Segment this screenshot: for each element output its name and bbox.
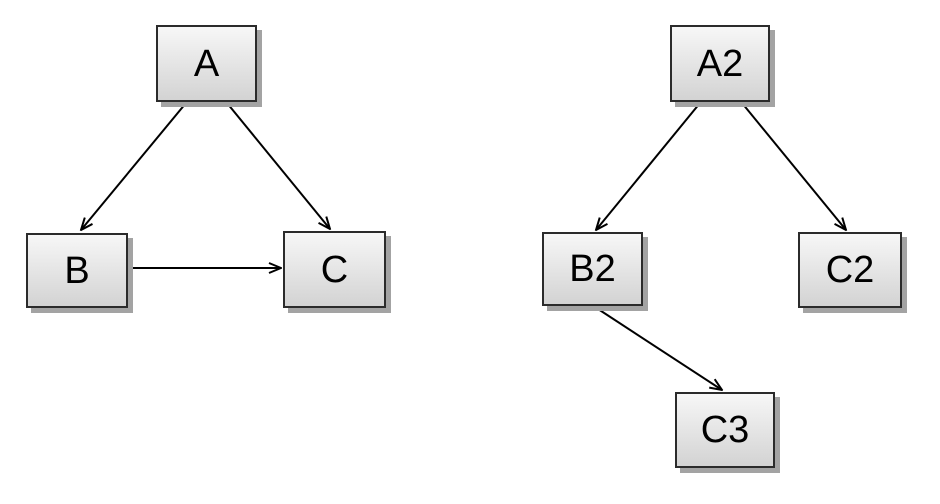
node-A: A [156,25,257,102]
node-C: C [283,231,386,308]
node-C2: C2 [798,232,902,308]
edge-A-to-B [81,102,187,230]
edge-A2-to-B2 [596,102,701,230]
node-B: B [26,233,128,308]
node-C3: C3 [675,392,775,468]
node-A2: A2 [670,25,770,102]
node-B2: B2 [542,232,643,306]
edge-A-to-C [226,102,330,229]
edge-B2-to-C3 [594,306,722,390]
edge-A2-to-C2 [741,102,846,230]
